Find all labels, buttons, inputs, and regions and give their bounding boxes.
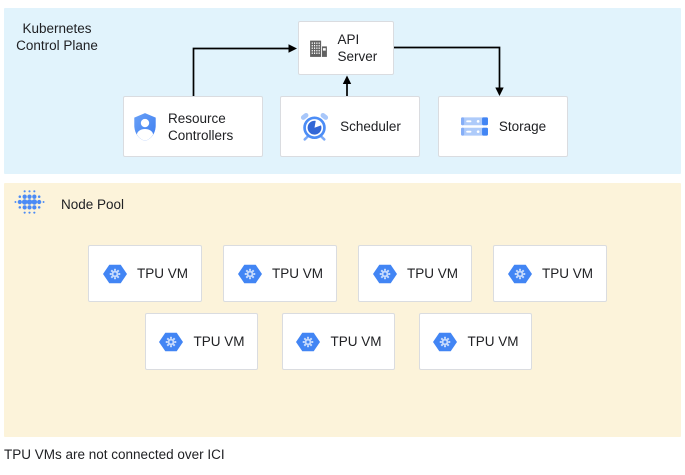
tpu-vm-label: TPU VM — [271, 266, 323, 281]
node-scheduler: Scheduler — [280, 96, 420, 157]
tpu-vm-box-2: TPU VM — [223, 245, 337, 302]
node-api-server: API Server — [298, 21, 394, 75]
tpu-vm-box-6: TPU VM — [282, 313, 395, 370]
tpu-hexagon-icon — [295, 330, 321, 354]
node-label-storage: Storage — [498, 119, 547, 134]
shield-user-icon — [132, 112, 158, 142]
tpu-vm-label: TPU VM — [330, 334, 382, 349]
tpu-hexagon-icon — [237, 262, 263, 286]
node-storage: Storage — [438, 96, 568, 157]
tpu-hexagon-icon — [158, 330, 184, 354]
tpu-vm-label: TPU VM — [406, 266, 458, 281]
tpu-vm-box-1: TPU VM — [88, 245, 202, 302]
tpu-hexagon-icon — [102, 262, 128, 286]
node-label-api-server: API Server — [337, 32, 378, 64]
tpu-hexagon-icon — [507, 262, 533, 286]
control-plane-label: Kubernetes Control Plane — [16, 21, 98, 53]
tpu-hexagon-icon — [372, 262, 398, 286]
node-resource-controllers: Resource Controllers — [123, 96, 263, 157]
tpu-vm-label: TPU VM — [467, 334, 519, 349]
alarm-clock-icon — [299, 111, 330, 142]
node-label-resource-controllers: Resource Controllers — [168, 110, 234, 143]
tpu-vm-label: TPU VM — [136, 266, 188, 281]
tpu-vm-box-3: TPU VM — [358, 245, 472, 302]
node-pool-region — [4, 183, 681, 437]
dot-cluster-icon — [13, 187, 46, 221]
tpu-vm-box-7: TPU VM — [419, 313, 532, 370]
tpu-vm-box-5: TPU VM — [145, 313, 258, 370]
server-stack-icon — [460, 114, 489, 139]
diagram-caption: TPU VMs are not connected over ICI — [4, 447, 225, 462]
tpu-vm-box-4: TPU VM — [493, 245, 607, 302]
tpu-vm-label: TPU VM — [541, 266, 593, 281]
node-label-scheduler: Scheduler — [340, 119, 401, 134]
node-pool-label: Node Pool — [61, 196, 125, 212]
node-pool-header: Node Pool — [13, 187, 124, 221]
building-icon — [308, 38, 329, 59]
tpu-hexagon-icon — [432, 330, 458, 354]
tpu-vm-label: TPU VM — [193, 334, 245, 349]
